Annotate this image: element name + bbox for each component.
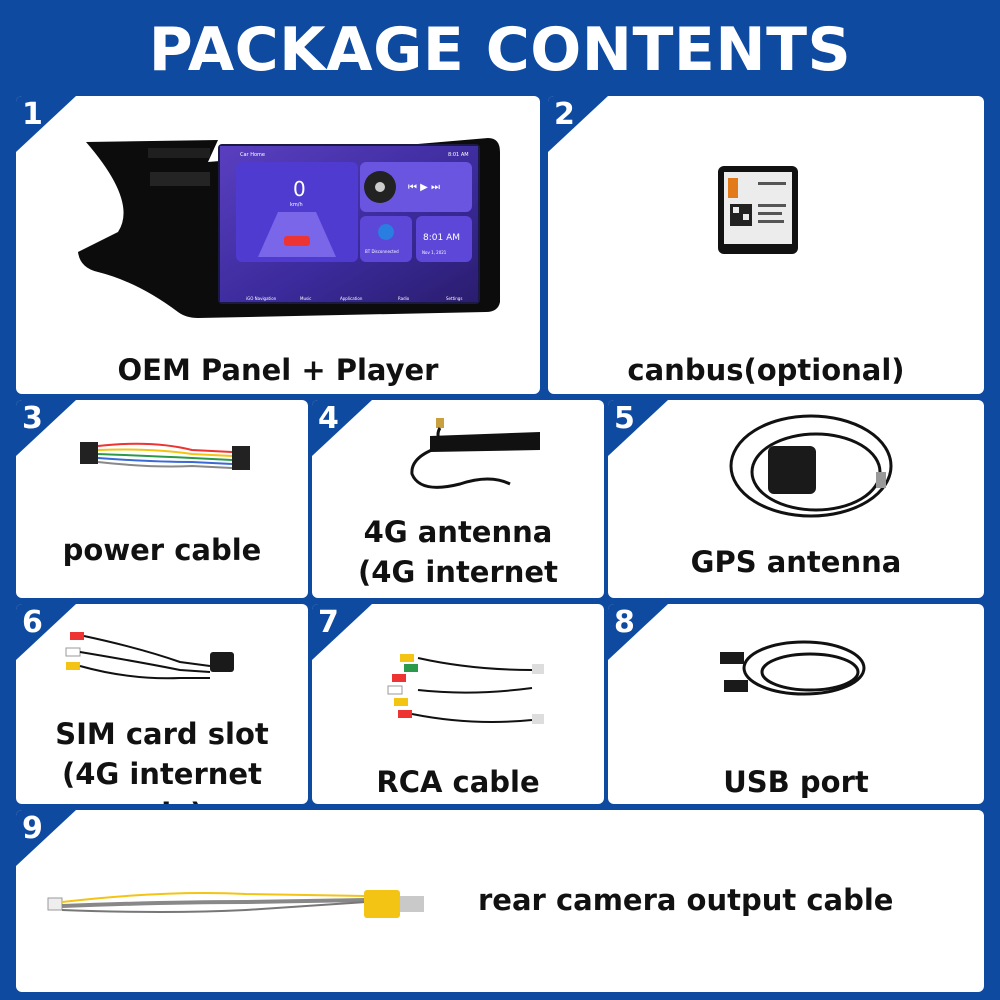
page-title: PACKAGE CONTENTS — [148, 15, 852, 85]
usb-cable-image — [720, 640, 866, 696]
item-label: RCA cable — [376, 765, 540, 799]
item-number-badge: 4 — [312, 400, 372, 456]
svg-text:0: 0 — [293, 177, 306, 201]
item-card-6: 6 SIM card slot (4G internet only) — [16, 604, 308, 804]
item-card-8: 8 USB port — [608, 604, 984, 804]
item-number-badge: 5 — [608, 400, 668, 456]
sim-cable-image — [65, 632, 234, 680]
item-card-3: 3 power cable — [16, 400, 308, 598]
rca-cable-image — [387, 654, 544, 724]
svg-text:8:01 AM: 8:01 AM — [423, 233, 460, 243]
canbus-box-image — [718, 166, 798, 254]
item-card-9: 9 rear camera output cable — [16, 810, 984, 992]
item-label: 4G antenna — [363, 515, 553, 549]
item-card-1: 1 Car Home 8:01 AM 0 km/h ⏮ ▶ ⏭ — [16, 96, 540, 394]
item-number-badge: 2 — [548, 96, 608, 152]
svg-text:BT Disconnected: BT Disconnected — [365, 249, 399, 254]
item-label: power cable — [62, 533, 262, 567]
item-label-note: (4G internet only) — [62, 757, 262, 804]
svg-text:Settings: Settings — [446, 296, 462, 301]
item-number-badge: 3 — [16, 400, 76, 456]
item-number-badge: 9 — [16, 810, 76, 866]
svg-text:Application: Application — [340, 296, 363, 301]
item-number-badge: 7 — [312, 604, 372, 660]
svg-text:Nov 1, 2021: Nov 1, 2021 — [422, 250, 447, 255]
gps-antenna-image — [729, 414, 893, 518]
item-label: SIM card slot — [55, 717, 269, 751]
item-label: USB port — [723, 765, 869, 799]
svg-text:⏮ ▶ ⏭: ⏮ ▶ ⏭ — [408, 182, 440, 193]
4g-antenna-image — [410, 418, 540, 489]
item-number-badge: 8 — [608, 604, 668, 660]
item-label: GPS antenna — [690, 545, 902, 579]
item-card-2: 2 canbus(optional) — [548, 96, 984, 394]
car-home-text: Car Home — [240, 152, 265, 158]
item-label: OEM Panel + Player — [117, 353, 439, 387]
item-label: canbus(optional) — [627, 353, 905, 387]
item-card-5: 5 GPS antenna — [608, 400, 984, 598]
item-label-note: (4G internet only) — [358, 555, 558, 598]
item-label: rear camera output cable — [478, 883, 894, 917]
svg-text:km/h: km/h — [290, 202, 303, 208]
power-cable-image — [80, 442, 250, 470]
item-number-badge: 1 — [16, 96, 76, 152]
item-card-7: 7 RCA cable — [312, 604, 604, 804]
head-unit-image: Car Home 8:01 AM 0 km/h ⏮ ▶ ⏭ BT Disconn… — [78, 138, 500, 318]
svg-text:8:01 AM: 8:01 AM — [448, 152, 469, 158]
svg-text:Radio: Radio — [398, 296, 410, 301]
rear-camera-cable-image — [47, 890, 424, 918]
item-card-4: 4 4G antenna (4G internet only) — [312, 400, 604, 598]
svg-text:Music: Music — [300, 296, 311, 301]
svg-text:iGO Navigation: iGO Navigation — [246, 296, 277, 301]
